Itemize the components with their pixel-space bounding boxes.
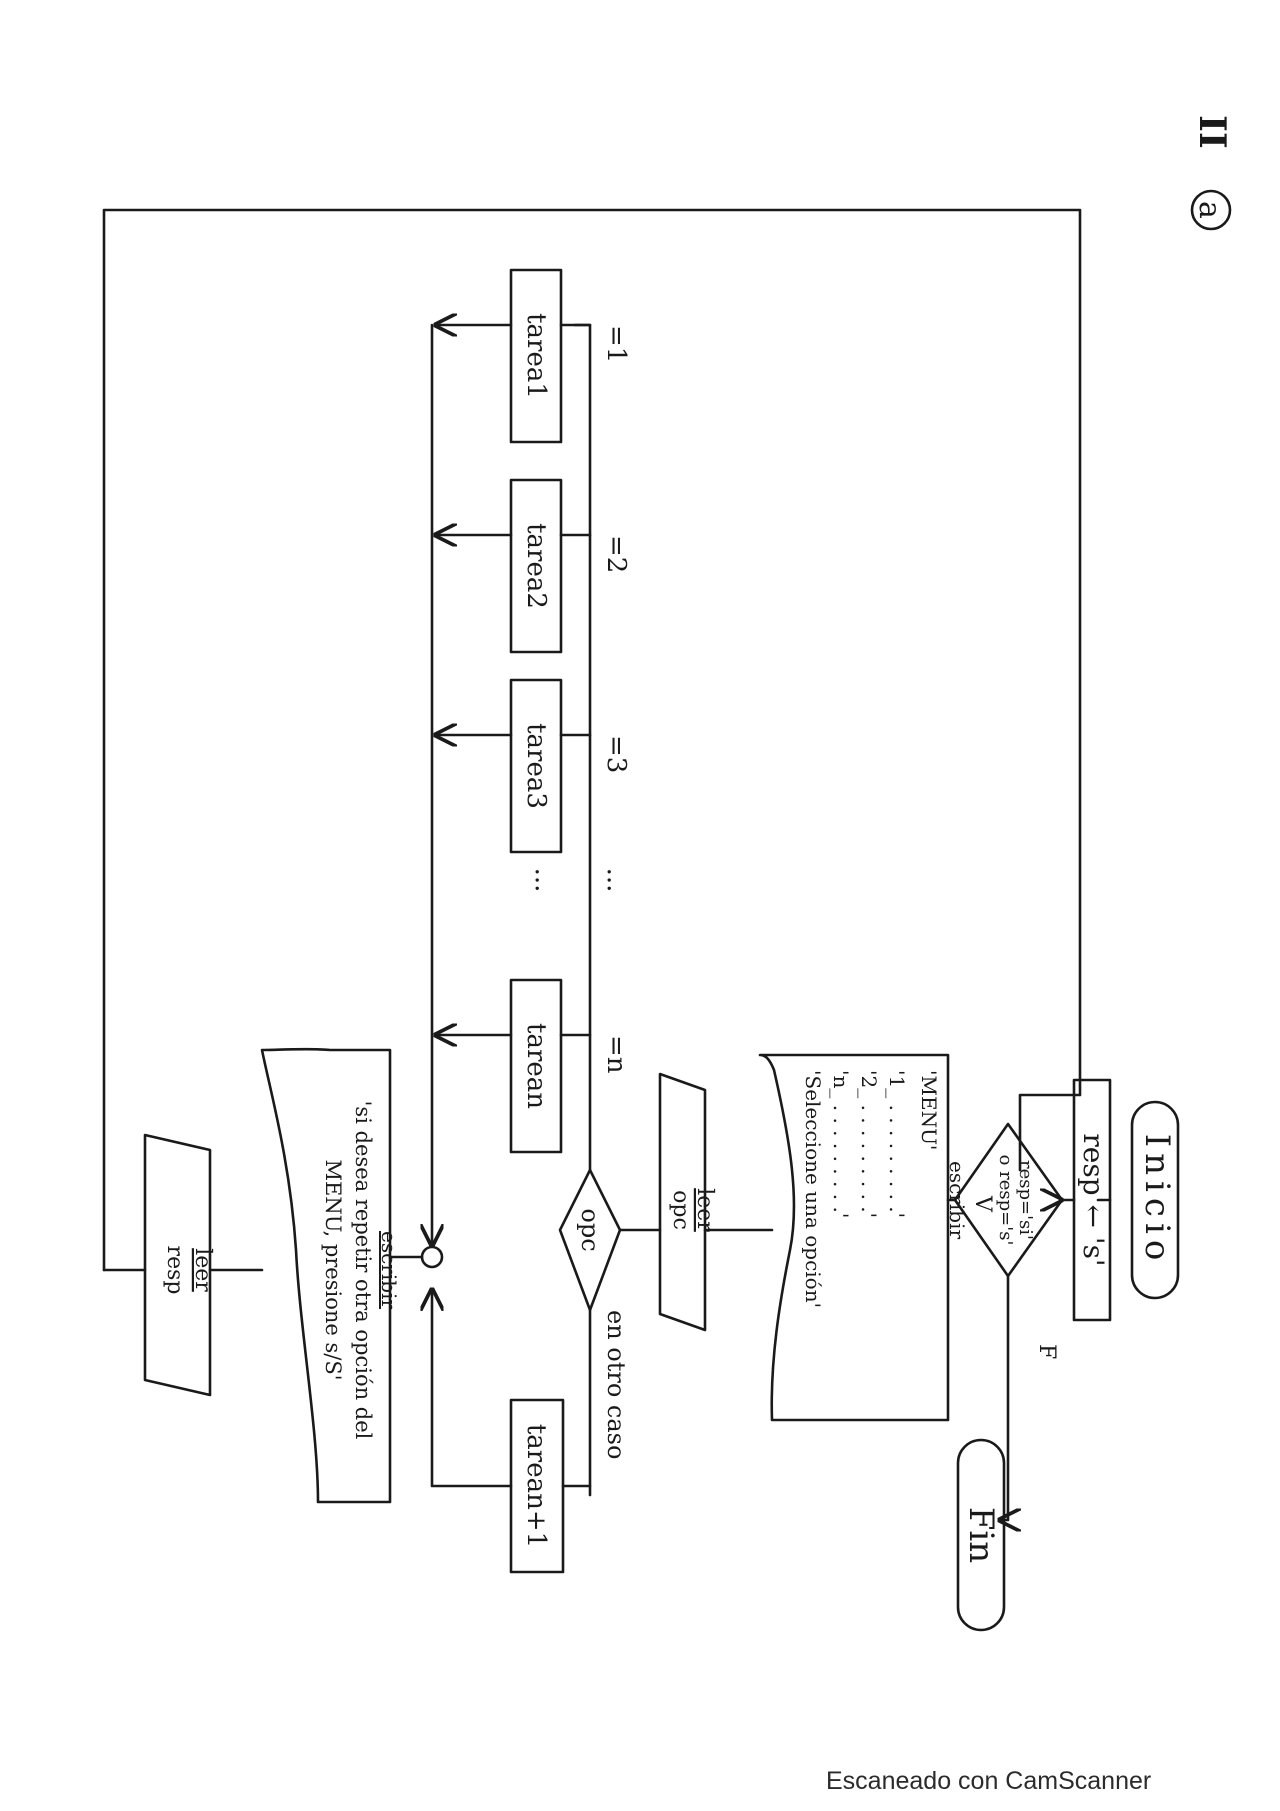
end-terminal-text: Fin: [961, 1507, 1001, 1563]
read-resp-keyword: leer: [190, 1248, 215, 1292]
menu-output-lines: 'MENU' '1_ . . . . . . . . .''2_ . . . . …: [801, 1070, 941, 1308]
case-spine-line: [573, 323, 592, 1172]
case-branch: =1 tarea1: [436, 268, 631, 444]
switch-decision-diamond: [558, 1168, 622, 1312]
page-letter-label: a: [1192, 201, 1227, 219]
repeat-output-keyword: escribir: [377, 1231, 401, 1309]
menu-output-line: 'MENU': [917, 1070, 941, 1150]
case-branch: =3 tarea3: [436, 678, 631, 854]
repeat-output-line2: MENU, presione s/S': [321, 1159, 345, 1380]
start-terminal-shape: [1130, 1100, 1180, 1300]
loop-back-line: [102, 208, 1082, 1272]
case-task-box: [509, 678, 563, 854]
page-roman-label: II: [1191, 115, 1233, 149]
menu-output-line: 'Seleccione una opción': [801, 1070, 825, 1308]
case-task-box: [509, 268, 563, 444]
case-branch: =n tarean: [436, 978, 631, 1154]
case-branches: =1 tarea1 =2 tarea2 =3 tarea3 =n tarean......: [436, 268, 631, 1154]
read-resp-var: resp: [162, 1246, 187, 1295]
read-resp-input: [143, 1133, 212, 1397]
read-opc-keyword: leer: [692, 1188, 717, 1232]
menu-output-line: 'n_ . . . . . . . . .': [829, 1070, 853, 1218]
loop-decision-line2: o resp='s': [995, 1155, 1016, 1246]
case-task-text: tarean: [521, 1023, 551, 1109]
case-task-text: tarea3: [521, 723, 551, 809]
case-branch: =2 tarea2: [436, 478, 631, 654]
case-task-text: tarea1: [521, 313, 551, 399]
case-task-text: tarea2: [521, 523, 551, 609]
read-opc-var: opc: [668, 1190, 693, 1230]
ellipsis: ...: [529, 868, 559, 893]
true-label: V: [970, 1195, 995, 1213]
case-label: =3: [601, 735, 631, 773]
case-task-box: [509, 978, 563, 1154]
default-task-out: [432, 1290, 513, 1488]
scanner-footer: Escaneado con CamScanner: [826, 1767, 1152, 1795]
menu-output-document: [758, 1053, 950, 1422]
case-task-box: [509, 478, 563, 654]
merge-connector: [420, 1245, 444, 1269]
default-task-text: tarean+1: [521, 1424, 551, 1548]
menu-output-keyword: escribir: [945, 1161, 969, 1239]
false-branch-line: [1000, 1274, 1008, 1520]
page-letter-circle: [1190, 189, 1232, 231]
case-label: =1: [601, 325, 631, 363]
end-terminal-shape: [956, 1438, 1006, 1632]
start-terminal-text: Inicio: [1137, 1134, 1177, 1267]
menu-output-line: '2_ . . . . . . . . .': [857, 1070, 881, 1218]
init-process-text: resp ← 's': [1077, 1133, 1110, 1266]
default-case-label: en otro caso: [602, 1310, 630, 1459]
switch-decision-var: opc: [576, 1208, 604, 1251]
case-label: =n: [601, 1035, 631, 1074]
false-label: F: [1034, 1344, 1059, 1359]
case-label: =2: [601, 535, 631, 573]
repeat-output-document: [260, 1047, 392, 1504]
ellipsis: ...: [601, 868, 631, 893]
loop-decision-line1: resp='si': [1015, 1160, 1036, 1240]
read-opc-input: [658, 1072, 707, 1332]
menu-output-line: '1_ . . . . . . . . .': [885, 1070, 909, 1218]
repeat-output-line1: 'si desea repetir otra opción del: [351, 1101, 375, 1440]
